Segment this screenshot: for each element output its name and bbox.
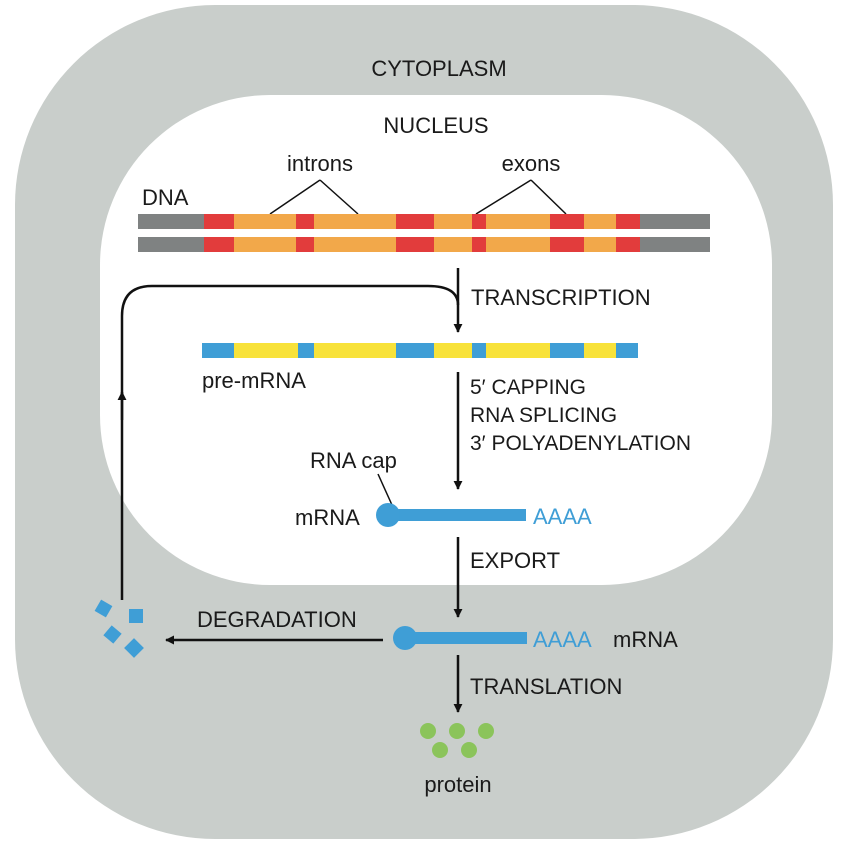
- dna-bottom-strand: [138, 237, 710, 252]
- rna-cap: [393, 626, 417, 650]
- protein-molecules: [420, 723, 494, 758]
- cytoplasmic-poly-a-tail: AAAA: [533, 627, 592, 652]
- rna-cap: [376, 503, 400, 527]
- transcription-label: TRANSCRIPTION: [471, 285, 651, 310]
- dna-label: DNA: [142, 185, 189, 210]
- pre-mrna-strand: [202, 343, 638, 358]
- pre-mrna-label: pre-mRNA: [202, 368, 306, 393]
- introns-label: introns: [287, 151, 353, 176]
- polyadenylation-label: 3′ POLYADENYLATION: [470, 432, 691, 455]
- mrna-body: [405, 632, 527, 644]
- nuclear-mrna-label: mRNA: [295, 505, 360, 530]
- nuclear-poly-a-tail: AAAA: [533, 504, 592, 529]
- translation-label: TRANSLATION: [470, 674, 622, 699]
- rna-cap-label: RNA cap: [310, 448, 397, 473]
- cytoplasmic-mrna-label: mRNA: [613, 627, 678, 652]
- export-label: EXPORT: [470, 548, 560, 573]
- cytoplasm-label: CYTOPLASM: [371, 56, 506, 81]
- mrna-body: [388, 509, 526, 521]
- capping-label: 5′ CAPPING: [470, 376, 586, 399]
- nuclear-mrna: [376, 503, 526, 527]
- nucleus-label: NUCLEUS: [383, 113, 488, 138]
- exons-label: exons: [502, 151, 561, 176]
- splicing-label: RNA SPLICING: [470, 404, 617, 427]
- cytoplasmic-mrna: [393, 626, 527, 650]
- recycling-arrow: [120, 284, 460, 600]
- dna-double-strand: [138, 214, 710, 252]
- protein-label: protein: [424, 772, 491, 797]
- degradation-label: DEGRADATION: [197, 607, 357, 632]
- dna-top-strand: [138, 214, 710, 229]
- label-pointers: [269, 179, 567, 506]
